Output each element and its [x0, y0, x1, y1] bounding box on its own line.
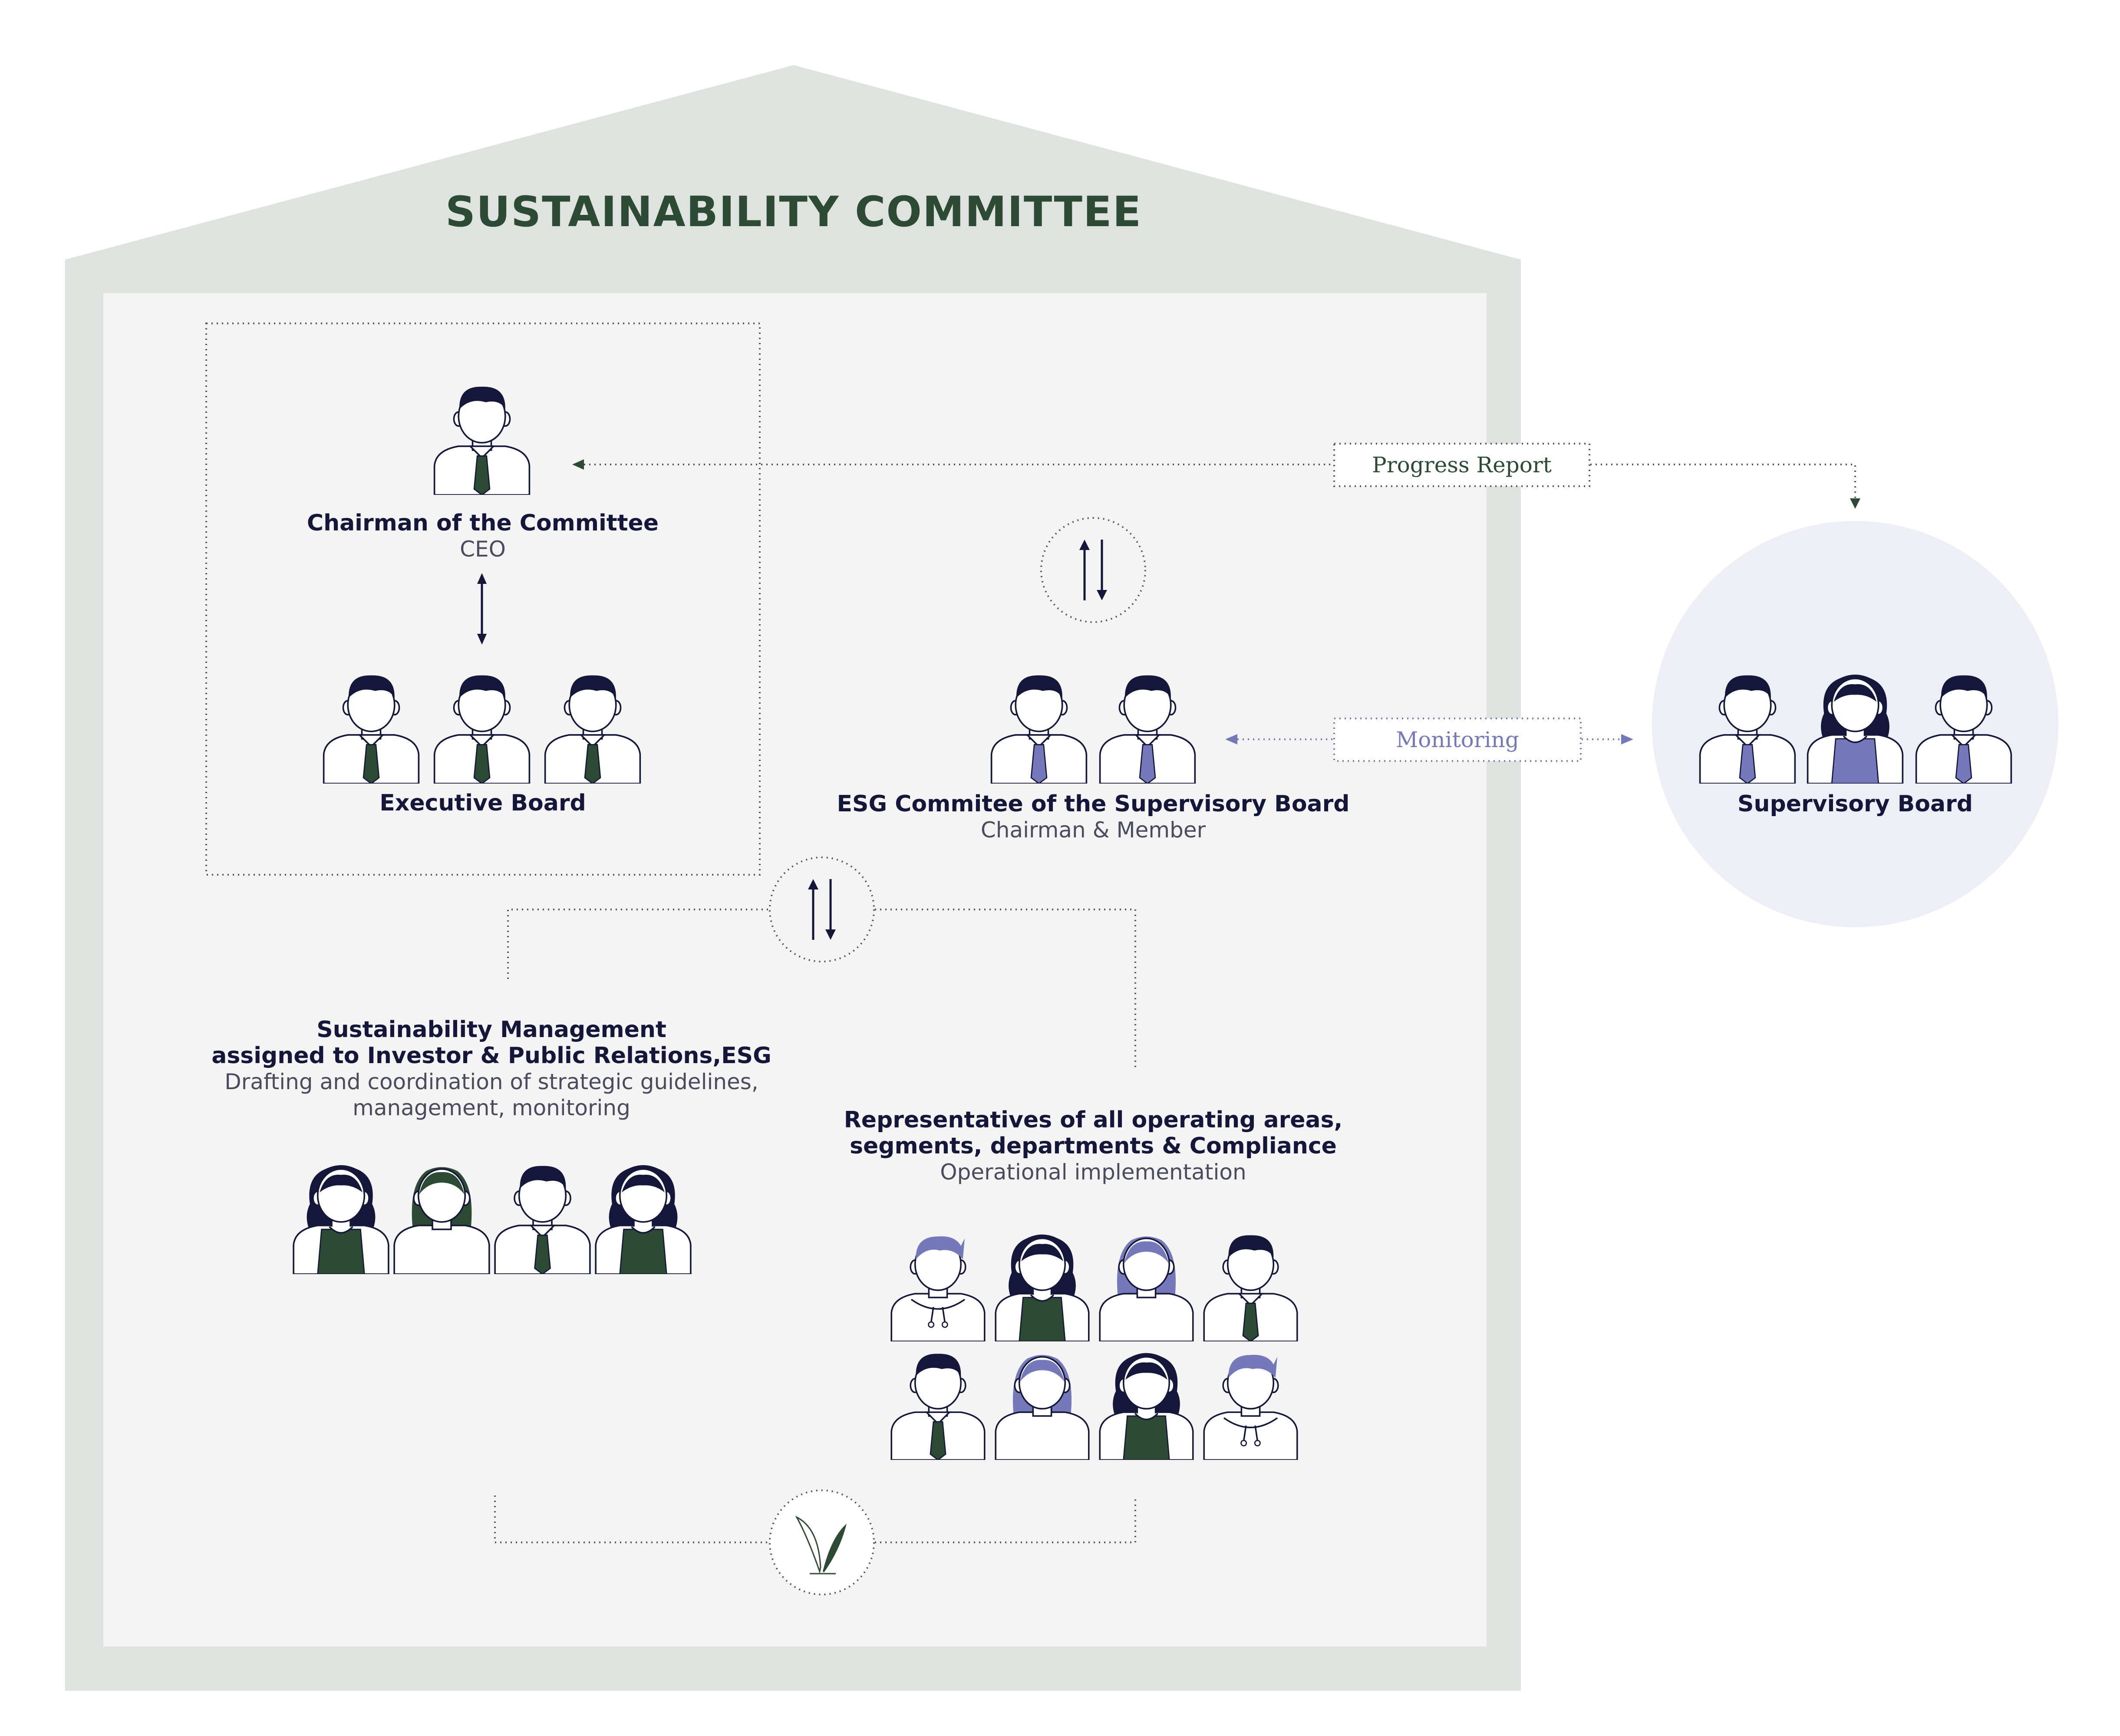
executive-area-frame: [205, 323, 761, 876]
executive-board-people: [324, 675, 640, 784]
leaf-icon: [769, 1489, 875, 1595]
sustainability-management-title-2: assigned to Investor & Public Relations,…: [211, 1043, 772, 1069]
chairman-title: Chairman of the Committee: [307, 510, 659, 536]
representatives-title-1: Representatives of all operating areas,: [844, 1107, 1343, 1133]
progress-report-label: Progress Report: [1372, 452, 1552, 478]
representatives-subtitle: Operational implementation: [940, 1160, 1246, 1185]
up-down-arrows-icon: [1040, 517, 1146, 623]
monitoring-label: Monitoring: [1396, 727, 1519, 752]
supervisory-board-people: [1700, 675, 2011, 784]
esg-committee-title: ESG Commitee of the Supervisory Board: [837, 791, 1350, 817]
page-title: SUSTAINABILITY COMMITTEE: [445, 188, 1142, 236]
house-frame: [65, 65, 1521, 1691]
sustainability-management-subtitle-1: Drafting and coordination of strategic g…: [224, 1069, 758, 1094]
supervisory-board-title: Supervisory Board: [1738, 791, 1973, 817]
chairman-executive-arrow: [477, 573, 487, 645]
leaf-connector: [494, 1496, 1136, 1543]
progress-report-box: [1333, 443, 1590, 487]
chairman-subtitle: CEO: [460, 537, 506, 562]
sustainability-tree-connector: [507, 909, 1136, 1070]
representatives-title-2: segments, departments & Compliance: [850, 1133, 1337, 1159]
sustainability-management-title-1: Sustainability Management: [317, 1017, 666, 1043]
monitoring-box: [1333, 718, 1582, 762]
esg-committee-subtitle: Chairman & Member: [980, 817, 1206, 843]
executive-board-title: Executive Board: [379, 790, 586, 816]
progress-report-connector: [572, 443, 1860, 509]
monitoring-connector: [1225, 718, 1633, 762]
sustainability-management-subtitle-2: management, monitoring: [353, 1095, 630, 1120]
up-down-arrows-icon: [769, 856, 875, 962]
